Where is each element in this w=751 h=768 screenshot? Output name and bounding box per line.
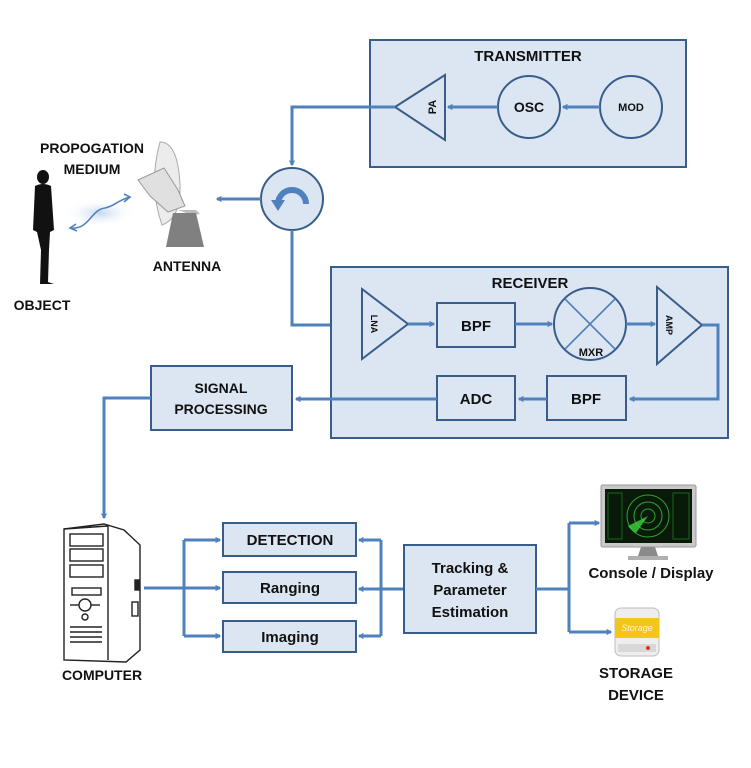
mxr-label: MXR (579, 347, 604, 359)
tracking-line1: Tracking & (432, 560, 509, 577)
pa-label: PA (427, 100, 439, 115)
transmitter-title: TRANSMITTER (474, 48, 582, 65)
detection-block: DETECTION (222, 522, 357, 557)
power-amplifier: PA (393, 73, 446, 142)
signal-processing-line1: SIGNAL (195, 380, 248, 396)
pa-to-circulator-wire (292, 105, 395, 165)
bandpass-filter-2: BPF (546, 375, 627, 421)
receiver-block: RECEIVER LNA BPF MXR AMP BPF (330, 266, 729, 439)
lna-label: LNA (369, 315, 379, 334)
propagation-label-line1: PROPOGATION (40, 140, 144, 156)
object-label: OBJECT (14, 297, 71, 313)
object-person-icon (33, 170, 54, 284)
storage-label-line2: DEVICE (608, 687, 664, 704)
circulator-arrow-icon (275, 187, 309, 205)
adc: ADC (436, 375, 516, 421)
ranging-block: Ranging (222, 571, 357, 604)
mixer: MXR (553, 287, 627, 361)
tracking-line2: Parameter (433, 582, 507, 599)
ranging-label: Ranging (260, 580, 320, 597)
radar-console-monitor-icon (600, 484, 697, 560)
detection-label: DETECTION (247, 532, 334, 549)
circulator (260, 167, 324, 231)
oscillator: OSC (497, 75, 561, 139)
adc-label: ADC (460, 391, 493, 408)
storage-drive-icon: Storage (614, 607, 660, 657)
bpf1-label: BPF (461, 318, 491, 335)
modulator: MOD (599, 75, 663, 139)
storage-tag: Storage (621, 623, 653, 633)
tracking-line3: Estimation (432, 604, 509, 621)
bandpass-filter-1: BPF (436, 302, 516, 348)
osc-label: OSC (514, 99, 544, 115)
tracking-block: Tracking & Parameter Estimation (403, 544, 537, 634)
antenna-dish-icon (137, 141, 204, 247)
computer-tower-icon (63, 523, 141, 663)
amp-label: AMP (664, 315, 674, 335)
signal-processing-to-computer-wire (104, 396, 151, 518)
console-label: Console / Display (588, 565, 714, 582)
low-noise-amplifier: LNA (361, 286, 410, 362)
computer-label: COMPUTER (62, 667, 142, 683)
bpf2-label: BPF (571, 391, 601, 408)
signal-processing-block: SIGNAL PROCESSING (150, 365, 293, 431)
mod-label: MOD (618, 102, 644, 114)
propagation-label-line2: MEDIUM (64, 161, 121, 177)
amp-to-bpf2-wire (630, 323, 720, 399)
receiver-title: RECEIVER (492, 275, 569, 292)
antenna-label: ANTENNA (153, 258, 221, 274)
imaging-block: Imaging (222, 620, 357, 653)
amplifier: AMP (656, 284, 704, 367)
propagation-wave-icon (64, 193, 136, 232)
storage-label-line1: STORAGE (599, 665, 673, 682)
signal-processing-line2: PROCESSING (174, 401, 267, 417)
transmitter-block: TRANSMITTER PA OSC MOD (369, 39, 687, 168)
imaging-label: Imaging (261, 629, 319, 646)
